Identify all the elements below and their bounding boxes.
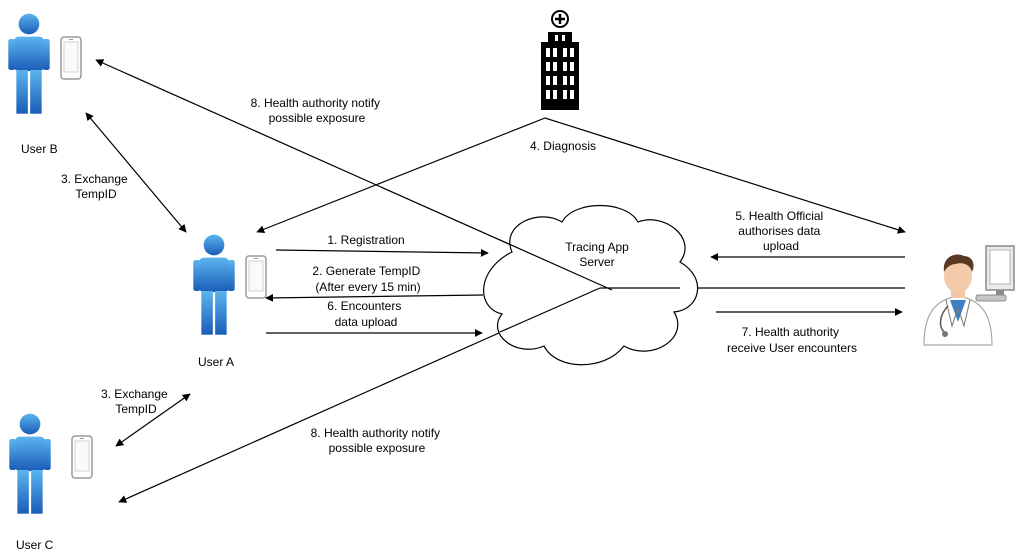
user-b: User B	[8, 13, 82, 156]
label-diagnosis: 4. Diagnosis	[530, 139, 596, 153]
label-authorises: 5. Health Official authorises data uploa…	[735, 209, 826, 253]
label-exchange-c-line1: 3. Exchange	[101, 387, 168, 401]
label-registration: 1. Registration	[327, 233, 404, 247]
label-notify-user-b-line1: 8. Health authority notify	[251, 96, 380, 110]
label-receive-line1: 7. Health authority	[742, 325, 839, 339]
label-exchange-b-line1: 3. Exchange	[61, 172, 128, 186]
label-encounters-line2: data upload	[335, 315, 398, 329]
user-figure-icon	[193, 234, 235, 335]
arrow-exchange-b-a	[85, 112, 187, 233]
step-labels: 8. Health authority notify possible expo…	[61, 96, 857, 455]
label-exchange-c-line2: TempID	[115, 402, 157, 416]
label-authorises-line2: authorises data	[738, 224, 820, 238]
label-exchange-b: 3. Exchange TempID	[61, 172, 131, 201]
user-a-label: User A	[198, 355, 234, 369]
smartphone-icon	[71, 435, 93, 479]
hospital-building-icon	[541, 10, 579, 110]
label-encounters-upload: 6. Encounters data upload	[327, 299, 404, 329]
label-notify-user-c-line2: possible exposure	[329, 441, 426, 455]
arrow-notify-overlay	[499, 239, 613, 291]
arrow-generate-tempid	[265, 293, 484, 302]
arrow-notify-c-overlay	[499, 287, 601, 333]
label-diagnosis-line1: 4. Diagnosis	[530, 139, 596, 153]
label-notify-user-b-line2: possible exposure	[269, 111, 366, 125]
doctor-computer-icon	[923, 245, 1015, 346]
label-generate-tempid-line1: 2. Generate TempID	[312, 264, 420, 278]
arrow-exchange-c-a	[115, 393, 191, 447]
label-generate-tempid-line2: (After every 15 min)	[315, 280, 420, 294]
cloud-icon	[483, 205, 699, 366]
label-notify-user-b: 8. Health authority notify possible expo…	[251, 96, 384, 125]
label-encounters-line1: 6. Encounters	[327, 299, 401, 313]
smartphone-icon	[245, 255, 267, 299]
label-receive-encounters: 7. Health authority receive User encount…	[727, 325, 857, 355]
cloud-label-line2: Server	[579, 255, 614, 269]
label-generate-tempid: 2. Generate TempID (After every 15 min)	[312, 264, 423, 294]
user-figure-icon	[9, 413, 51, 514]
user-b-label: User B	[21, 142, 58, 156]
label-notify-user-c: 8. Health authority notify possible expo…	[311, 426, 444, 455]
arrow-diagnosis	[256, 117, 906, 234]
user-figure-icon	[8, 13, 50, 114]
user-c-label: User C	[16, 538, 54, 552]
user-a: User A	[193, 234, 267, 369]
label-registration-line1: 1. Registration	[327, 233, 404, 247]
label-notify-user-c-line1: 8. Health authority notify	[311, 426, 440, 440]
user-c: User C	[9, 413, 93, 552]
arrow-registration	[275, 248, 489, 257]
cloud-label-line1: Tracing App	[565, 240, 629, 254]
label-exchange-c: 3. Exchange TempID	[101, 387, 171, 416]
label-authorises-line1: 5. Health Official	[735, 209, 823, 223]
smartphone-icon	[60, 36, 82, 80]
label-receive-line2: receive User encounters	[727, 341, 857, 355]
label-authorises-line3: upload	[763, 239, 799, 253]
label-exchange-b-line2: TempID	[75, 187, 117, 201]
